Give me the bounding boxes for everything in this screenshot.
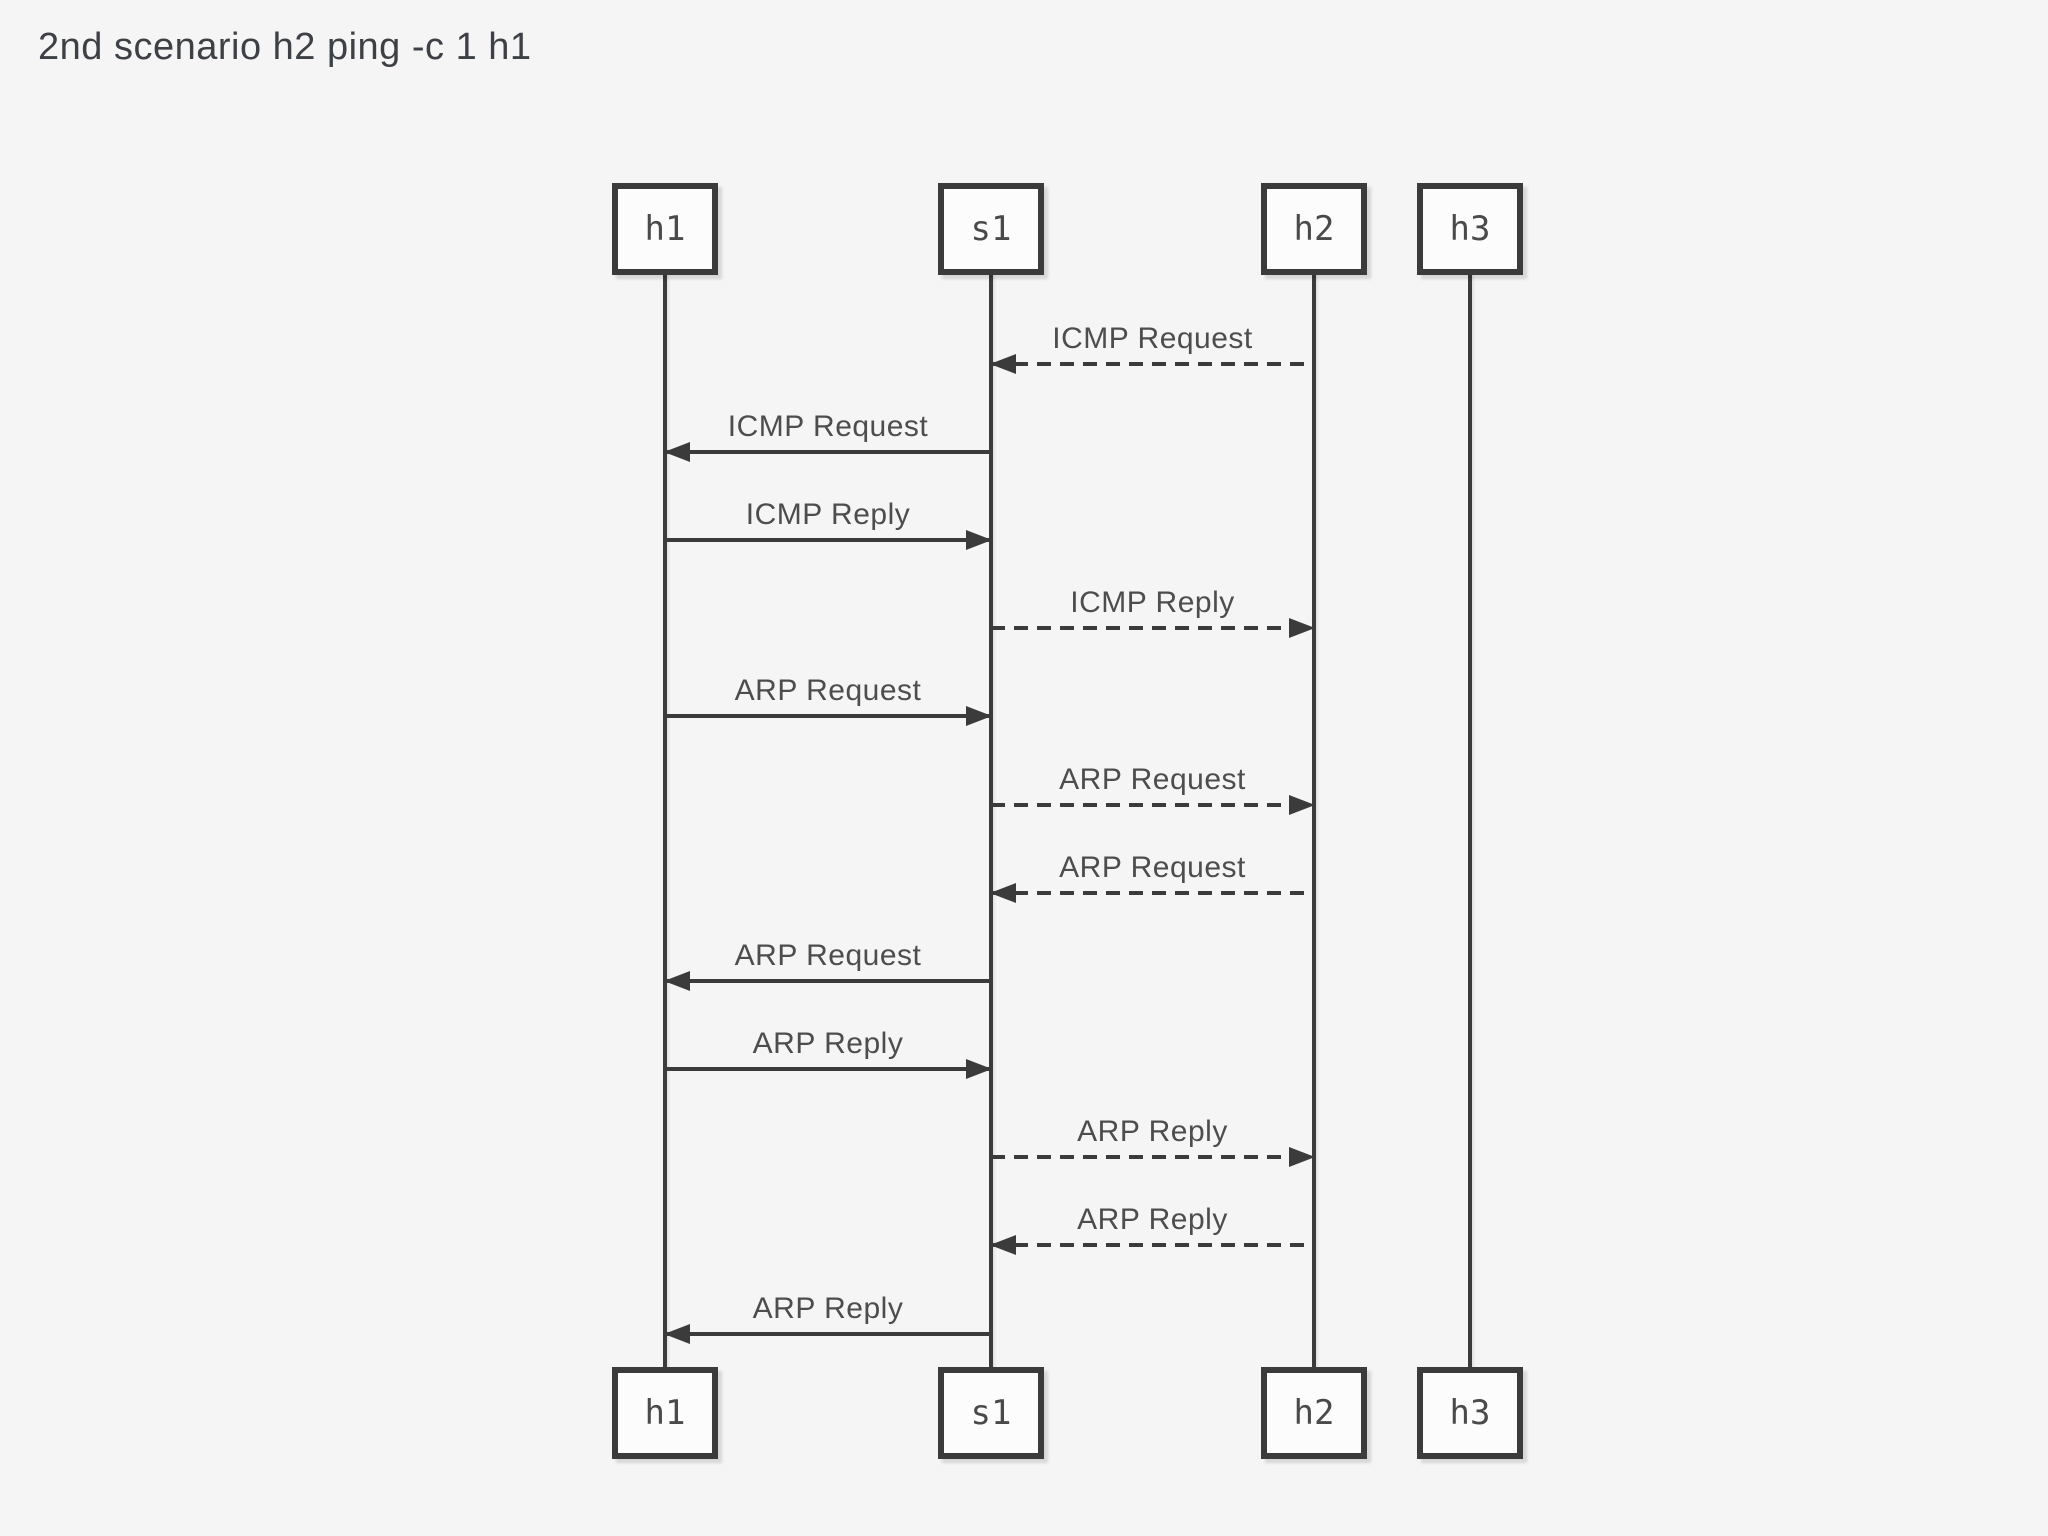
actor-label: h2	[1293, 1393, 1335, 1433]
message-line-dashed	[991, 803, 1314, 807]
arrowhead-right-icon	[1289, 618, 1315, 638]
message-label: ARP Request	[734, 939, 922, 972]
arrowhead-left-icon	[990, 883, 1016, 903]
arrowhead-left-icon	[664, 442, 690, 462]
actor-box-h1-top: h1	[612, 183, 718, 275]
message-label: ARP Reply	[752, 1292, 904, 1325]
arrowhead-right-icon	[1289, 795, 1315, 815]
message-s1-to-h2: ARP Request	[991, 759, 1315, 815]
message-s1-to-h1: ARP Request	[664, 935, 991, 991]
message-label: ICMP Request	[1052, 322, 1253, 355]
message-h2-to-s1: ARP Request	[990, 847, 1314, 903]
message-label: ICMP Request	[727, 410, 929, 443]
message-line-solid	[665, 538, 991, 542]
message-line-dashed	[991, 1155, 1314, 1159]
actor-label: h2	[1293, 209, 1335, 249]
message-h1-to-s1: ARP Reply	[665, 1023, 992, 1079]
actor-label: s1	[970, 1393, 1012, 1433]
diagram-title: 2nd scenario h2 ping -c 1 h1	[38, 26, 532, 68]
message-label: ARP Request	[734, 674, 922, 707]
message-s1-to-h2: ICMP Reply	[991, 582, 1315, 638]
lifeline-h3	[1468, 273, 1472, 1370]
actor-box-s1-bottom: s1	[938, 1367, 1044, 1459]
lifeline-s1	[989, 273, 993, 1370]
actor-label: h1	[644, 209, 686, 249]
lifeline-h2	[1312, 273, 1316, 1370]
message-h1-to-s1: ARP Request	[665, 670, 992, 726]
actor-box-h2-top: h2	[1261, 183, 1367, 275]
arrowhead-right-icon	[1289, 1147, 1315, 1167]
message-h2-to-s1: ARP Reply	[990, 1199, 1314, 1255]
arrowhead-left-icon	[664, 1324, 690, 1344]
message-s1-to-h1: ARP Reply	[664, 1288, 991, 1344]
actor-box-h2-bottom: h2	[1261, 1367, 1367, 1459]
message-line-solid	[665, 1067, 991, 1071]
message-label: ARP Request	[1059, 763, 1246, 796]
arrowhead-right-icon	[966, 530, 992, 550]
message-s1-to-h2: ARP Reply	[991, 1111, 1315, 1167]
message-line-dashed	[991, 362, 1314, 366]
message-label: ARP Reply	[1077, 1203, 1228, 1236]
message-line-dashed	[991, 891, 1314, 895]
message-label: ARP Reply	[752, 1027, 904, 1060]
arrowhead-left-icon	[990, 354, 1016, 374]
message-s1-to-h1: ICMP Request	[664, 406, 991, 462]
arrowhead-left-icon	[664, 971, 690, 991]
message-label: ARP Request	[1059, 851, 1246, 884]
message-label: ARP Reply	[1077, 1115, 1228, 1148]
message-line-solid	[665, 450, 991, 454]
actor-box-h1-bottom: h1	[612, 1367, 718, 1459]
message-line-dashed	[991, 626, 1314, 630]
arrowhead-right-icon	[966, 1059, 992, 1079]
message-line-dashed	[991, 1243, 1314, 1247]
message-label: ICMP Reply	[1070, 586, 1235, 619]
actor-label: h3	[1449, 1393, 1491, 1433]
actor-label: s1	[970, 209, 1012, 249]
lifeline-h1	[663, 273, 667, 1370]
message-line-solid	[665, 979, 991, 983]
arrowhead-right-icon	[966, 706, 992, 726]
arrowhead-left-icon	[990, 1235, 1016, 1255]
message-h1-to-s1: ICMP Reply	[665, 494, 992, 550]
actor-label: h3	[1449, 209, 1491, 249]
message-line-solid	[665, 1332, 991, 1336]
actor-box-s1-top: s1	[938, 183, 1044, 275]
message-h2-to-s1: ICMP Request	[990, 318, 1314, 374]
actor-box-h3-top: h3	[1417, 183, 1523, 275]
message-label: ICMP Reply	[745, 498, 911, 531]
message-line-solid	[665, 714, 991, 718]
actor-label: h1	[644, 1393, 686, 1433]
actor-box-h3-bottom: h3	[1417, 1367, 1523, 1459]
